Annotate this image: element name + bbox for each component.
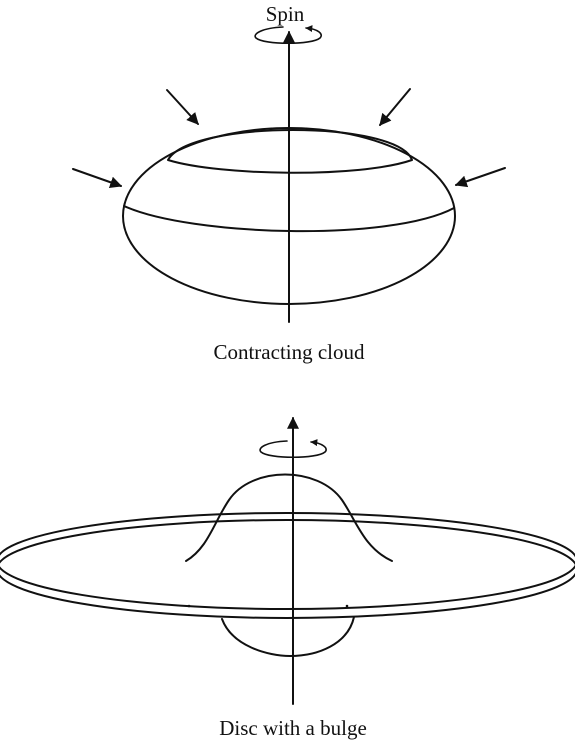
disc-lower-bulge: [222, 617, 354, 656]
contracting-cloud-caption: Contracting cloud: [213, 340, 365, 364]
spin-axis-label: Spin: [266, 2, 305, 26]
disc-rim: [0, 520, 575, 618]
contraction-arrow-right: [456, 168, 505, 185]
disc-upper-bulge: [186, 475, 392, 562]
contraction-arrow-upper-right: [380, 89, 410, 125]
disc-top-surface: [0, 513, 575, 609]
contracting-cloud-figure: Spin Contracting cloud: [73, 2, 505, 364]
disc-with-bulge-figure: Disc with a bulge: [0, 418, 575, 740]
disc-speck: [346, 605, 349, 608]
disc-with-bulge-caption: Disc with a bulge: [219, 716, 367, 740]
contraction-arrow-upper-left: [167, 90, 198, 124]
disc-speck: [188, 605, 191, 608]
contraction-arrow-left: [73, 169, 121, 186]
